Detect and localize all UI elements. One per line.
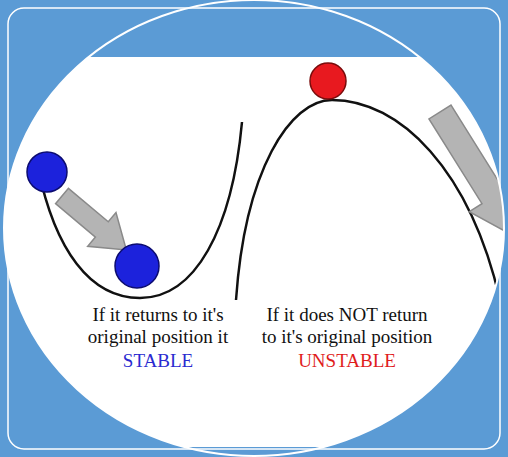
ball	[27, 152, 67, 192]
state-label: STABLE	[66, 350, 250, 372]
circle-frame	[4, 0, 504, 456]
stability-note: If it does NOT return to it's original p…	[258, 304, 436, 348]
state-label: UNSTABLE	[258, 350, 436, 372]
motion-arrow	[416, 97, 508, 254]
ball	[115, 244, 159, 288]
ball	[310, 63, 346, 99]
stability-note: If it returns to it's original position …	[66, 304, 250, 348]
valley-curve	[38, 122, 242, 298]
